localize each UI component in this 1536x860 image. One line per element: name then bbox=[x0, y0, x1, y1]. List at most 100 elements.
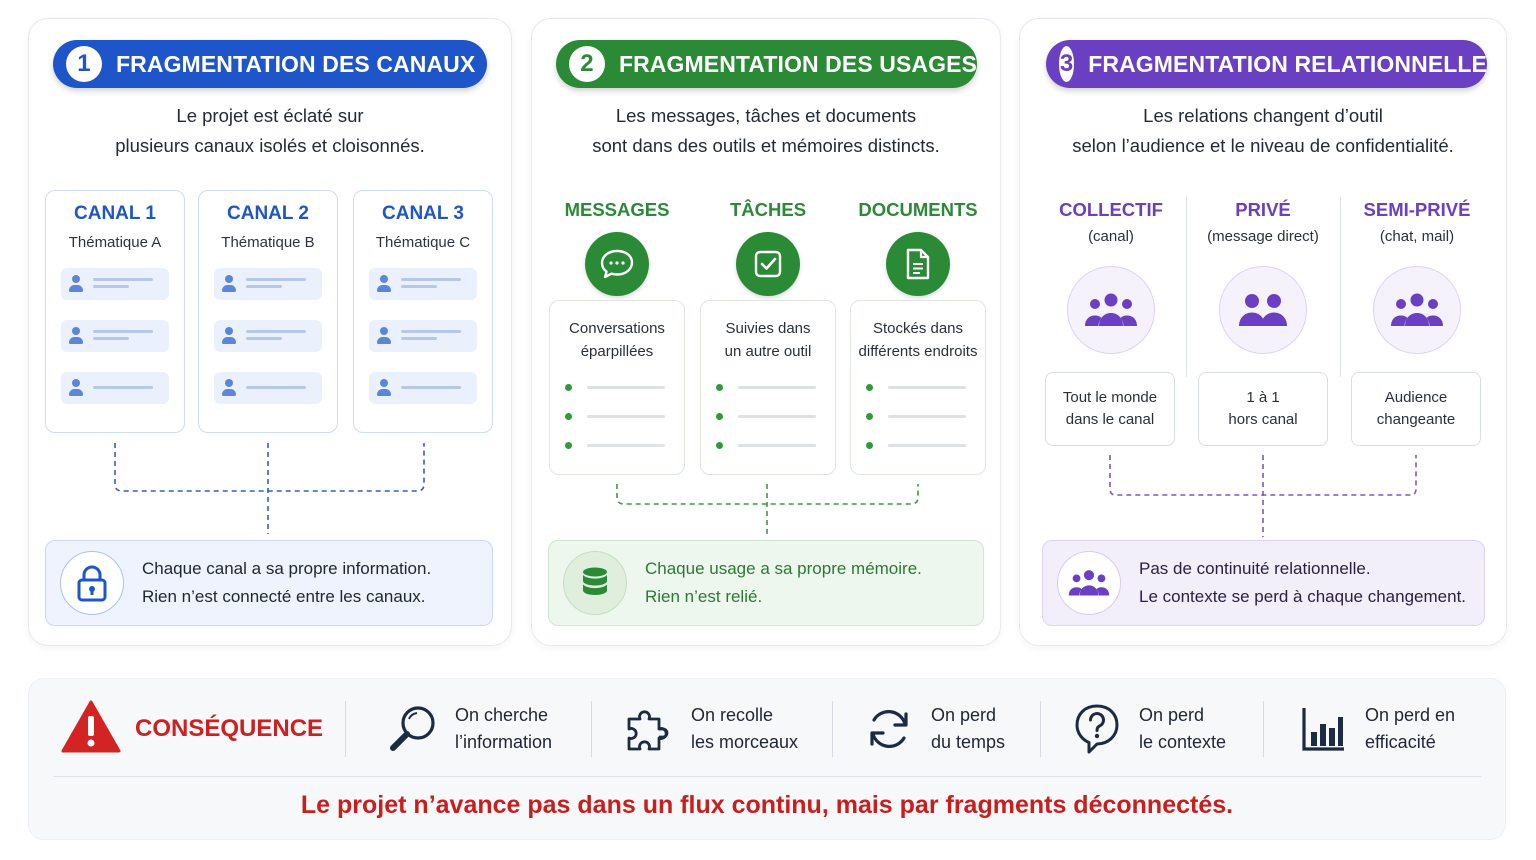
channel-message-row bbox=[61, 268, 169, 300]
panel-2-note: Chaque usage a sa propre mémoire. Rien n… bbox=[548, 540, 984, 626]
usage-documents: DOCUMENTS bbox=[850, 199, 986, 296]
relation-card-line-1: Tout le monde bbox=[1062, 389, 1158, 406]
consequence-line-2: le contexte bbox=[1139, 732, 1227, 752]
consequence-line-1: On perd bbox=[1139, 705, 1205, 725]
channel-message-row bbox=[369, 372, 477, 404]
channel-message-row bbox=[369, 320, 477, 352]
relation-title: PRIVÉ bbox=[1235, 199, 1291, 220]
relation-card-line-2: dans le canal bbox=[1065, 411, 1155, 428]
relation-subtitle: (message direct) bbox=[1207, 228, 1319, 245]
consequence-line-1: On perd bbox=[931, 705, 997, 725]
consequence-item-puzzle: On recolle les morceaux bbox=[621, 701, 798, 757]
usage-title: TÂCHES bbox=[729, 199, 807, 220]
panel-3-note-line-1: Pas de continuité relationnelle. bbox=[1139, 559, 1371, 578]
group-icon bbox=[1057, 551, 1121, 615]
panel-1-note: Chaque canal a sa propre information. Ri… bbox=[45, 540, 493, 626]
two-people-icon bbox=[1219, 266, 1307, 354]
panel-2-description: Les messages, tâches et documents sont d… bbox=[532, 101, 1000, 161]
user-icon bbox=[222, 275, 236, 293]
relation-card-line-2: hors canal bbox=[1228, 411, 1298, 428]
channel-message-row bbox=[61, 320, 169, 352]
panel-3-note: Pas de continuité relationnelle. Le cont… bbox=[1042, 540, 1485, 626]
usage-card-line-1: Stockés dans bbox=[872, 320, 964, 337]
panel-3-description: Les relations changent d’outil selon l’a… bbox=[1020, 101, 1506, 161]
consequence-section: CONSÉQUENCE On cherche l’information On … bbox=[28, 678, 1506, 840]
user-icon bbox=[377, 275, 391, 293]
panel-3-header: 3 FRAGMENTATION RELATIONNELLE bbox=[1046, 40, 1487, 88]
relation-subtitle: (canal) bbox=[1088, 228, 1134, 245]
relation-card-semi-private: Audience changeante bbox=[1351, 372, 1481, 446]
consequence-line-1: On cherche bbox=[455, 705, 549, 725]
relation-semi-private: SEMI-PRIVÉ (chat, mail) bbox=[1342, 199, 1492, 354]
panel-3-desc-line-2: selon l’audience et le niveau de confide… bbox=[1072, 135, 1454, 156]
panel-2-note-line-2: Rien n’est relié. bbox=[645, 587, 763, 606]
usage-title: MESSAGES bbox=[564, 199, 670, 220]
channel-title: CANAL 3 bbox=[382, 203, 464, 224]
consequence-item-context: On perd le contexte bbox=[1069, 701, 1226, 757]
usage-card-line-2: différents endroits bbox=[858, 343, 978, 360]
channel-card-3: CANAL 3 Thématique C bbox=[353, 190, 493, 433]
channel-card-2: CANAL 2 Thématique B bbox=[198, 190, 338, 433]
conclusion-text: Le projet n’avance pas dans un flux cont… bbox=[300, 791, 1234, 819]
user-icon bbox=[222, 327, 236, 345]
panel-3-note-line-2: Le contexte se perd à chaque changement. bbox=[1139, 587, 1467, 606]
consequence-line-2: du temps bbox=[931, 732, 1006, 752]
usage-card-line-2: un autre outil bbox=[724, 343, 812, 360]
channel-message-row bbox=[214, 320, 322, 352]
panel-2-desc-line-1: Les messages, tâches et documents bbox=[615, 105, 917, 126]
panel-3-desc-line-1: Les relations changent d’outil bbox=[1143, 105, 1383, 126]
warning-icon bbox=[61, 700, 121, 759]
question-bubble-icon bbox=[1069, 701, 1125, 757]
panel-1-number: 1 bbox=[66, 46, 102, 82]
consequence-line-2: efficacité bbox=[1365, 732, 1436, 752]
usage-card-messages: Conversations éparpillées bbox=[549, 300, 685, 475]
channel-subtitle: Thématique B bbox=[221, 234, 315, 251]
panel-relational: 3 FRAGMENTATION RELATIONNELLE Les relati… bbox=[1019, 18, 1507, 646]
group-icon bbox=[1067, 266, 1155, 354]
relation-title: COLLECTIF bbox=[1059, 199, 1163, 220]
panel-1-header: 1 FRAGMENTATION DES CANAUX bbox=[53, 40, 487, 88]
separator bbox=[832, 701, 833, 757]
usage-card-line-1: Suivies dans bbox=[725, 320, 811, 337]
separator bbox=[345, 701, 346, 757]
usage-tasks: TÂCHES bbox=[700, 199, 836, 296]
panel-1-description: Le projet est éclaté sur plusieurs canau… bbox=[29, 101, 511, 161]
relation-collective: COLLECTIF (canal) bbox=[1036, 199, 1186, 354]
relation-subtitle: (chat, mail) bbox=[1379, 228, 1455, 245]
panel-1-note-line-2: Rien n’est connecté entre les canaux. bbox=[142, 587, 426, 606]
consequence-line-2: l’information bbox=[455, 732, 553, 752]
consequence-item-time: On perd du temps bbox=[861, 701, 1005, 757]
relation-card-line-1: Audience bbox=[1384, 389, 1448, 406]
channel-subtitle: Thématique A bbox=[68, 234, 162, 251]
relation-card-private: 1 à 1 hors canal bbox=[1198, 372, 1328, 446]
channel-title: CANAL 1 bbox=[74, 203, 156, 224]
panel-1-note-line-1: Chaque canal a sa propre information. bbox=[142, 559, 432, 578]
consequence-item-search: On cherche l’information bbox=[385, 701, 552, 757]
document-icon bbox=[886, 232, 950, 296]
panel-1-desc-line-1: Le projet est éclaté sur bbox=[176, 105, 364, 126]
consequence-label: CONSÉQUENCE bbox=[135, 715, 324, 742]
consequence-header: CONSÉQUENCE bbox=[61, 700, 324, 759]
user-icon bbox=[69, 275, 83, 293]
panel-3-title: FRAGMENTATION RELATIONNELLE bbox=[1088, 50, 1487, 77]
panel-2-header: 2 FRAGMENTATION DES USAGES bbox=[556, 40, 977, 88]
usage-messages: MESSAGES bbox=[549, 199, 685, 296]
lock-icon bbox=[60, 551, 124, 615]
consequence-line-2: les morceaux bbox=[691, 732, 799, 752]
consequence-item-efficiency: On perd en efficacité bbox=[1295, 701, 1455, 757]
user-icon bbox=[377, 327, 391, 345]
puzzle-icon bbox=[621, 701, 677, 757]
column-divider bbox=[1186, 197, 1187, 377]
usage-card-documents: Stockés dans différents endroits bbox=[850, 300, 986, 475]
separator bbox=[591, 701, 592, 757]
channel-message-row bbox=[369, 268, 477, 300]
relation-title: SEMI-PRIVÉ bbox=[1363, 199, 1471, 220]
panel-1-desc-line-2: plusieurs canaux isolés et cloisonnés. bbox=[115, 135, 425, 156]
relation-card-line-2: changeante bbox=[1376, 411, 1456, 428]
channel-card-1: CANAL 1 Thématique A bbox=[45, 190, 185, 433]
channel-subtitle: Thématique C bbox=[375, 234, 471, 251]
panel-3-number: 3 bbox=[1059, 46, 1075, 82]
panel-2-desc-line-2: sont dans des outils et mémoires distinc… bbox=[592, 135, 940, 156]
magnifier-icon bbox=[385, 701, 441, 757]
refresh-icon bbox=[861, 701, 917, 757]
